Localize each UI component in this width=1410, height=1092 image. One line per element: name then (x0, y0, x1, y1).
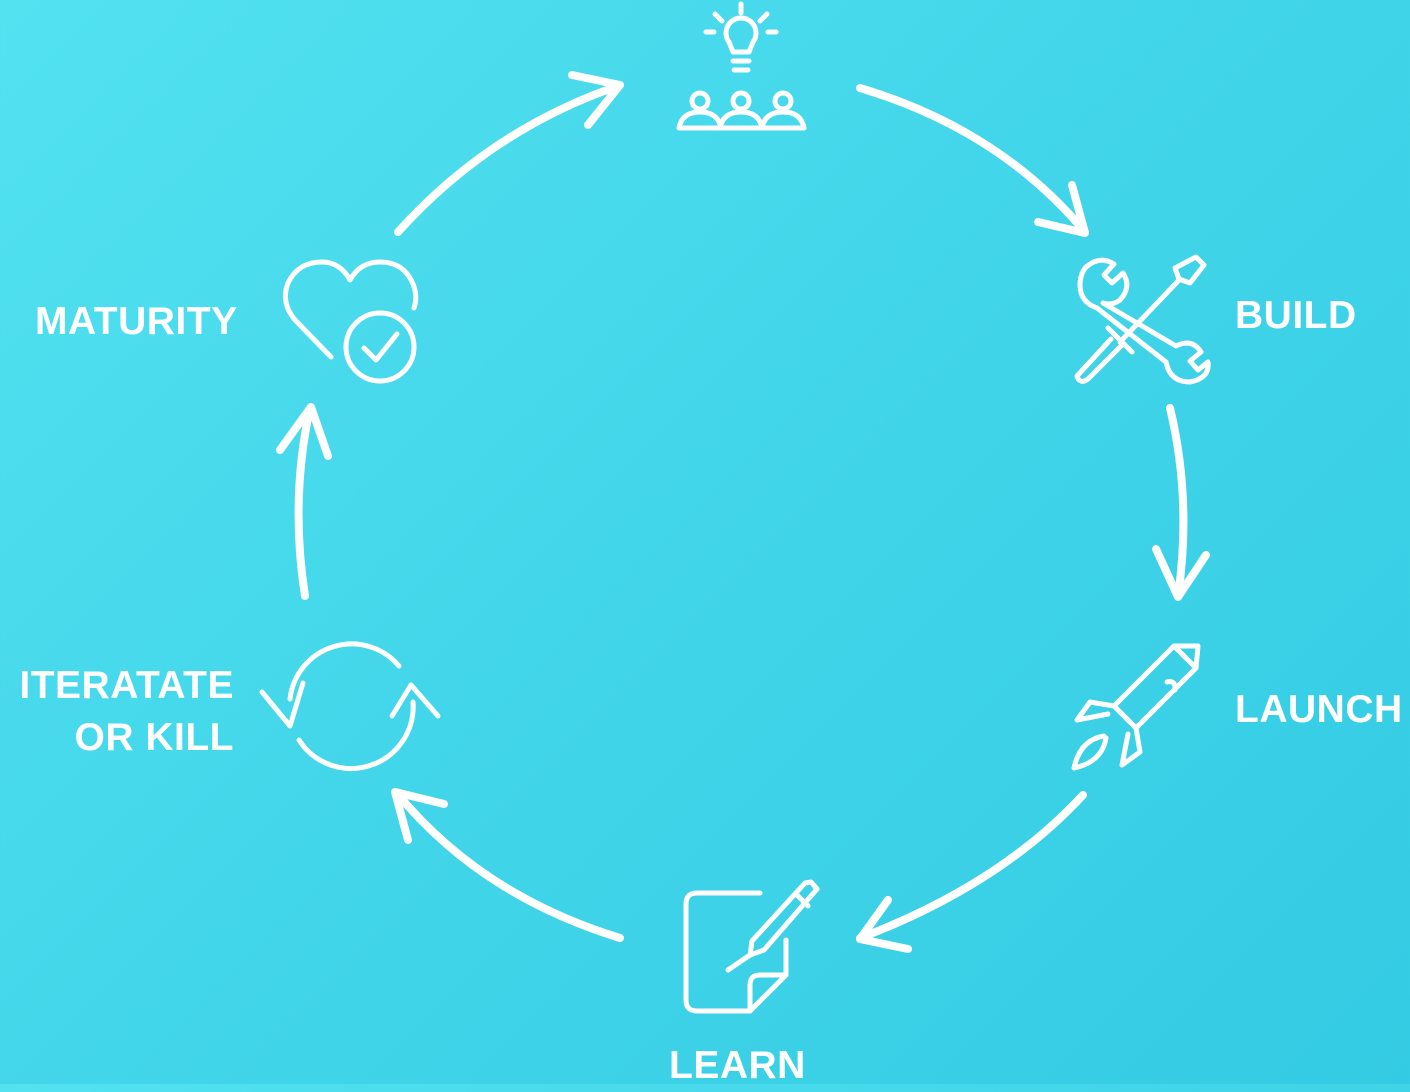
arrow-maturity-to-ideate (394, 71, 624, 236)
heart-check-icon (283, 259, 419, 384)
stage-label-iterate-line2: OR KILL (74, 716, 234, 759)
stage-label-iterate-line1: ITERATATE (19, 664, 234, 707)
stage-label-iterate: ITERATATE OR KILL (19, 660, 234, 764)
stage-label-build: BUILD (1235, 294, 1357, 337)
arrow-learn-to-iterate (391, 788, 624, 942)
arrow-launch-to-learn (856, 791, 1087, 953)
notepad-pen-icon (683, 879, 820, 1014)
stage-label-launch: LAUNCH (1235, 688, 1403, 731)
stage-label-maturity: MATURITY (35, 300, 238, 343)
stage-label-learn: LEARN (669, 1044, 806, 1087)
arrow-iterate-to-maturity (276, 403, 332, 600)
rocket-icon (1071, 643, 1201, 771)
arrow-ideate-to-build (856, 84, 1089, 237)
refresh-cycle-icon (259, 641, 441, 771)
wrench-screwdriver-icon (1074, 254, 1211, 385)
lightbulb-team-icon (676, 1, 807, 131)
arrow-build-to-launch (1152, 404, 1210, 601)
